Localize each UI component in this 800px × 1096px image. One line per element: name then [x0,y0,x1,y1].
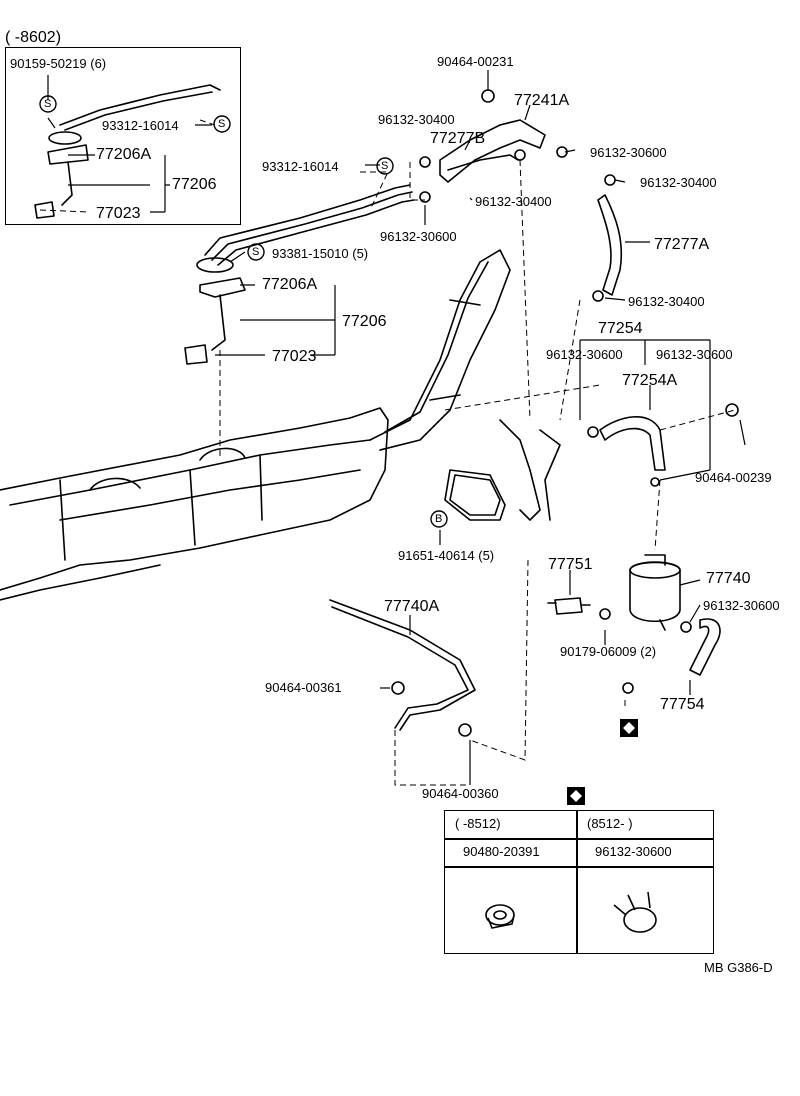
label-93312-inset: 93312-16014 [102,118,179,133]
label-93381: 93381-15010 (5) [272,246,369,261]
label-91651: 91651-40614 (5) [398,548,495,563]
b-marker-label: B [435,513,443,525]
inset-box [5,47,241,225]
bracket-assembly [444,469,506,521]
clamp-icon [623,907,657,933]
valve-77751 [547,597,591,615]
label-77241a: 77241A [514,92,570,109]
inset-title: ( -8602) [5,29,62,46]
diagram-code: MB G386-D [704,960,773,975]
label-96132-30600-b: 96132-30600 [380,229,457,244]
label-96132-30600-c: 96132-30600 [546,347,623,362]
label-96132-30400-d: 96132-30400 [628,294,705,309]
label-96132-30400-b: 96132-30400 [640,175,717,190]
label-77023-main: 77023 [272,348,317,365]
s-marker-3 [376,157,394,175]
label-96132-30600-e: 96132-30600 [703,598,780,613]
s-marker-4-label: S [252,246,260,258]
label-90464-00239: 90464-00239 [695,470,772,485]
legend-col2-part: 96132-30600 [595,844,672,859]
s-marker-2-label: S [218,118,226,130]
s-marker-1-label: S [44,98,52,110]
label-90464-00360: 90464-00360 [422,786,499,801]
legend-col1-header: ( -8512) [455,816,501,831]
hose-77754 [689,618,721,676]
hose-77241a [439,119,546,183]
label-96132-30400-c: 96132-30400 [475,194,552,209]
label-96132-30400-a: 96132-30400 [378,112,455,127]
s-marker-1 [39,95,57,113]
b-marker [430,510,448,528]
label-90464-00231: 90464-00231 [437,54,514,69]
label-77754: 77754 [660,696,705,713]
label-77254: 77254 [598,320,643,337]
label-77277b: 77277B [430,130,486,147]
filler-tube [369,249,511,451]
label-90464-00361: 90464-00361 [265,680,342,695]
pipe-77740a [329,599,476,731]
label-77206a-inset: 77206A [96,146,152,163]
label-77206-main: 77206 [342,313,387,330]
hose-77254a [599,416,666,471]
label-77740a: 77740A [384,598,440,615]
label-90179: 90179-06009 (2) [560,644,657,659]
label-96132-30600-d: 96132-30600 [656,347,733,362]
fuel-tank [0,407,389,591]
label-77023-inset: 77023 [96,205,141,222]
label-77740: 77740 [706,570,751,587]
label-77751: 77751 [548,556,593,573]
label-77277a: 77277A [654,236,710,253]
legend-col2-header: (8512- ) [587,816,633,831]
s-marker-2 [213,115,231,133]
legend-col1-part: 90480-20391 [463,844,540,859]
label-90159: 90159-50219 (6) [10,56,107,71]
label-93312-main: 93312-16014 [262,159,339,174]
s-marker-3-label: S [381,160,389,172]
label-77206a-main: 77206A [262,276,318,293]
label-77206-inset: 77206 [172,176,217,193]
hose-77277a [597,194,623,296]
canister-77740 [629,561,681,622]
s-marker-4 [247,243,265,261]
legend-table: ( -8512) (8512- ) 90480-20391 96132-3060… [444,810,714,954]
label-96132-30600-a: 96132-30600 [590,145,667,160]
label-77254a: 77254A [622,372,678,389]
fuel-lines [204,184,411,256]
